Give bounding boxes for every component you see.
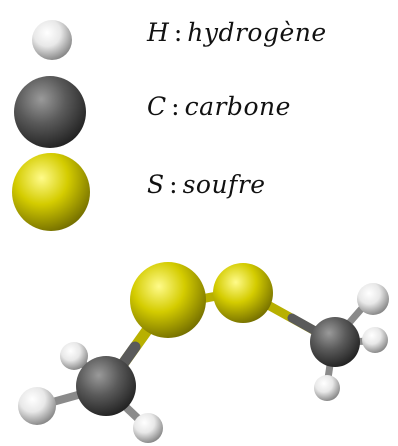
legend-name: soufre bbox=[182, 170, 266, 199]
atom-hydrogen bbox=[314, 375, 340, 401]
legend-hydrogen-sphere bbox=[32, 20, 72, 60]
atom-hydrogen bbox=[362, 327, 388, 353]
atom-sulfur-right bbox=[213, 263, 273, 323]
legend-separator: : bbox=[173, 18, 183, 47]
atom-hydrogen bbox=[18, 387, 56, 425]
legend-symbol: C bbox=[147, 92, 167, 121]
legend-label-hydrogen: H:hydrogène bbox=[147, 18, 327, 47]
legend-symbol: S bbox=[147, 170, 165, 199]
atom-carbon-left bbox=[76, 356, 136, 416]
atom-sulfur-left bbox=[130, 262, 206, 338]
atom-hydrogen bbox=[60, 342, 88, 370]
atom-hydrogen bbox=[357, 283, 389, 315]
molecule-atoms bbox=[18, 262, 389, 443]
legend-symbol: H bbox=[147, 18, 169, 47]
legend-separator: : bbox=[171, 92, 180, 121]
legend-sulfur-sphere bbox=[12, 153, 90, 231]
legend-label-sulfur: S:soufre bbox=[147, 170, 266, 199]
atom-carbon-right bbox=[310, 317, 360, 367]
legend-label-carbon: C:carbone bbox=[147, 92, 291, 121]
legend-separator: : bbox=[169, 170, 178, 199]
legend-name: carbone bbox=[184, 92, 291, 121]
atom-hydrogen bbox=[133, 413, 163, 443]
legend-name: hydrogène bbox=[187, 18, 327, 47]
legend-carbon-sphere bbox=[14, 76, 86, 148]
